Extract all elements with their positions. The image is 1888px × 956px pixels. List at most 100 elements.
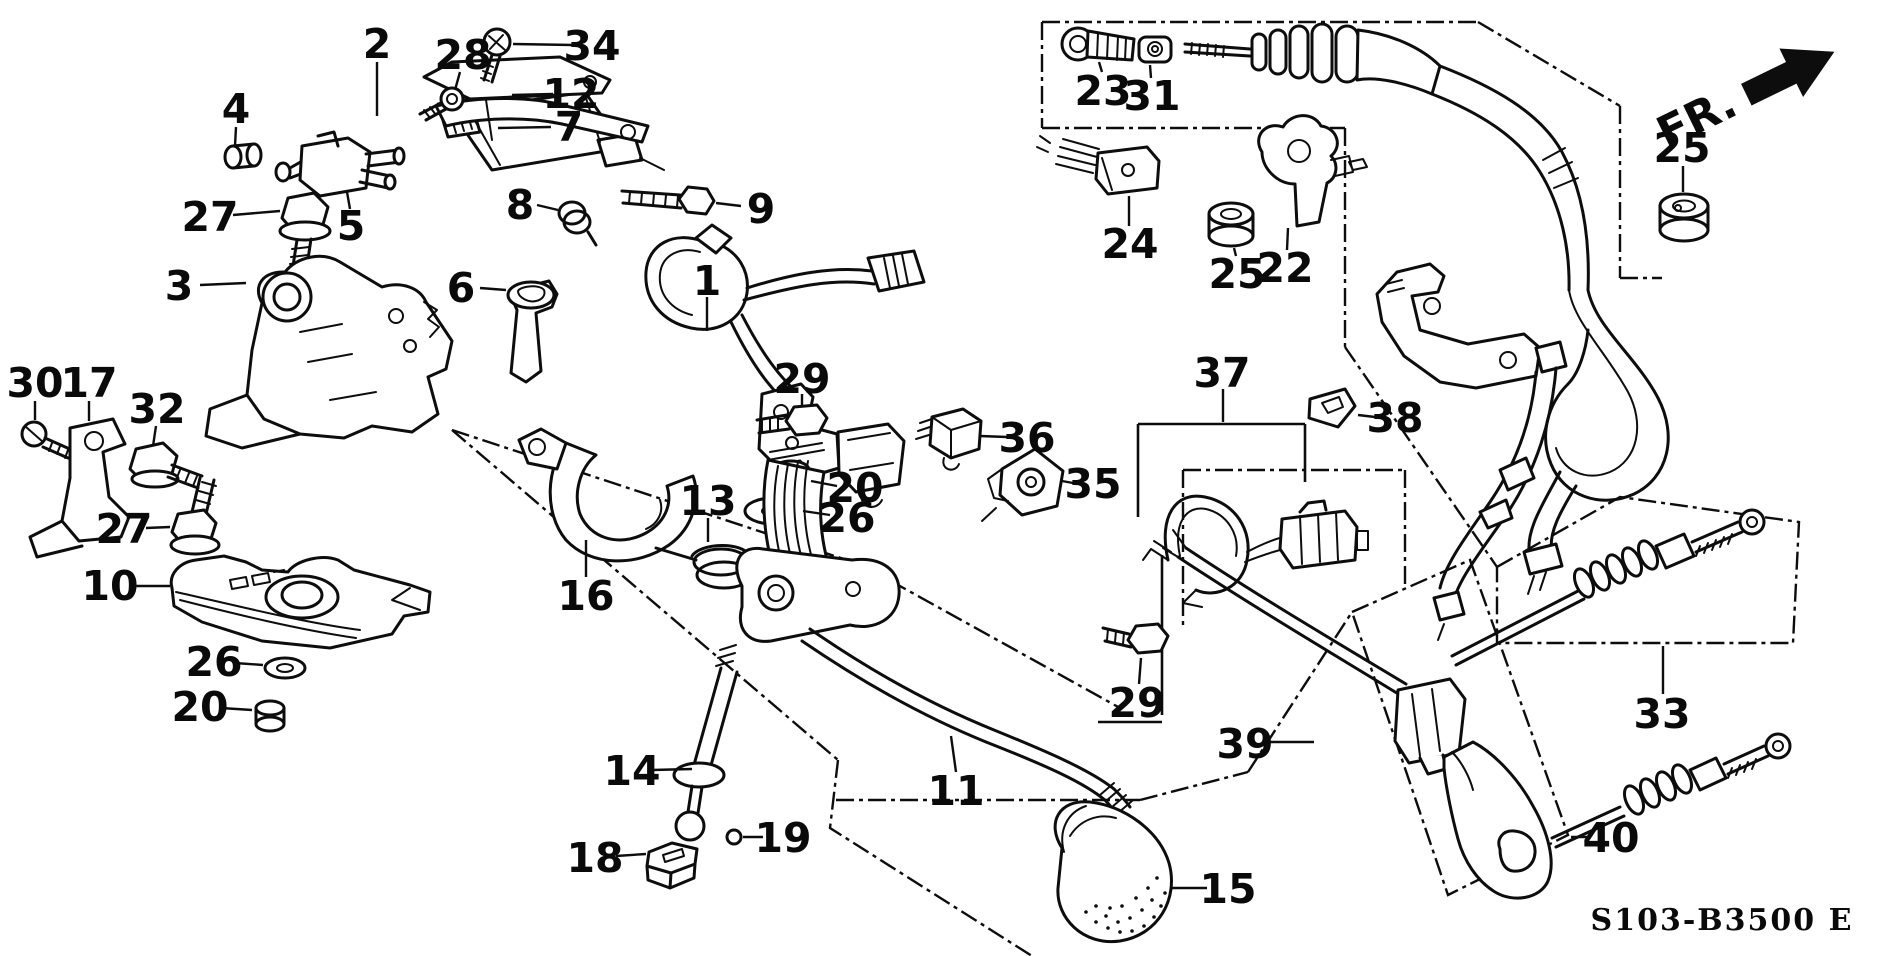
- part-art-stopper-6: [506, 279, 559, 384]
- part-callout-19: 19: [754, 814, 811, 862]
- part-art-nut-25-mid: [1207, 201, 1255, 248]
- leader-line-part-25: [1232, 247, 1238, 257]
- leader-line-part-26: [802, 509, 831, 517]
- part-art-guide-16: [517, 427, 698, 563]
- part-callout-12: 12: [542, 70, 599, 118]
- part-callout-25: 25: [1653, 124, 1710, 172]
- part-art-bracket-7: [434, 97, 650, 144]
- part-art-connector-23: [1060, 26, 1136, 62]
- part-callout-26: 26: [818, 494, 875, 542]
- part-art-baseplate-10: [169, 554, 432, 650]
- part-callout-39: 39: [1216, 720, 1273, 768]
- leader-line-part-11: [949, 735, 958, 773]
- part-art-clip-38: [1307, 387, 1357, 429]
- part-callout-6: 6: [447, 264, 476, 312]
- leader-line-part-32: [151, 425, 158, 447]
- leader-line-part-35: [1061, 479, 1074, 485]
- part-art-washer-26-left: [263, 656, 307, 680]
- part-callout-5: 5: [337, 202, 366, 250]
- diagram-code: S103-B3500 E: [1591, 903, 1854, 938]
- fr-arrow-icon: [1741, 48, 1835, 106]
- leader-line-part-6: [479, 286, 507, 292]
- leader-line-part-20: [810, 479, 838, 488]
- part-art-screw-30: [20, 420, 74, 460]
- part-callout-37: 37: [1193, 349, 1250, 397]
- part-callout-14: 14: [603, 747, 660, 795]
- part-art-clip-36: [915, 407, 983, 471]
- part-callout-23: 23: [1074, 67, 1131, 115]
- leader-line-part-3: [199, 281, 247, 287]
- part-callout-35: 35: [1064, 460, 1121, 508]
- leader-line-part-14: [651, 767, 693, 772]
- leader-line-part-28: [453, 71, 462, 91]
- part-callout-1: 1: [693, 257, 722, 305]
- part-art-bolt-29-right: [1101, 622, 1170, 655]
- part-callout-22: 22: [1256, 244, 1313, 292]
- part-callout-2: 2: [363, 20, 392, 68]
- part-callout-27: 27: [181, 193, 238, 241]
- part-callout-13: 13: [679, 477, 736, 525]
- part-callout-10: 10: [81, 562, 138, 610]
- part-callout-4: 4: [222, 85, 251, 133]
- part-art-spring-8: [557, 200, 598, 247]
- part-art-bracket-3: [204, 254, 454, 450]
- part-art-harness-37: [1142, 494, 1369, 608]
- part-art-bolt-27-top: [278, 191, 332, 268]
- part-callout-7: 7: [555, 103, 584, 151]
- part-art-nut-31: [1137, 35, 1173, 64]
- part-art-bolt-32: [128, 441, 204, 490]
- part-art-lever-body-11: [735, 442, 1133, 822]
- part-callout-27: 27: [95, 505, 152, 553]
- part-art-wire-assembly-1: [644, 223, 926, 508]
- leader-line-part-38: [1357, 413, 1376, 419]
- part-art-cable-top: [1183, 22, 1670, 595]
- part-callout-16: 16: [557, 572, 614, 620]
- part-art-switch-35: [981, 447, 1065, 522]
- part-art-ball-19: [725, 828, 743, 846]
- part-callout-3: 3: [165, 262, 194, 310]
- leader-line-part-34: [512, 42, 574, 47]
- part-callout-20: 20: [171, 683, 228, 731]
- phantom-boxes: [451, 20, 1801, 956]
- part-art-connector-24: [1036, 135, 1161, 196]
- leader-line-part-36: [979, 434, 1008, 439]
- part-art-clamp-22: [1257, 114, 1368, 228]
- part-callout-38: 38: [1366, 394, 1423, 442]
- leader-line-part-27: [232, 209, 281, 217]
- part-callout-28: 28: [434, 31, 491, 79]
- leader-line-part-26: [234, 661, 264, 667]
- part-art-nut-20-left: [254, 699, 286, 733]
- part-art-bolt-29-center: [755, 403, 829, 437]
- part-art-bolt-9: [620, 185, 716, 216]
- part-callout-9: 9: [747, 185, 776, 233]
- part-art-bushing-4: [223, 142, 263, 170]
- leader-line-part-23: [1097, 61, 1104, 73]
- part-callout-26: 26: [185, 638, 242, 686]
- part-art-nut-18: [645, 841, 699, 890]
- leader-line-part-8: [536, 203, 559, 212]
- part-callout-33: 33: [1633, 690, 1690, 738]
- part-callout-29: 29: [1108, 679, 1165, 727]
- part-callout-31: 31: [1123, 72, 1180, 120]
- part-art-bolt-27-left: [169, 476, 221, 556]
- leader-line-part-7: [497, 125, 552, 130]
- part-callout-32: 32: [128, 385, 185, 433]
- leader-line-part-20: [220, 706, 253, 712]
- part-callout-15: 15: [1199, 865, 1256, 913]
- leader-line-part-27: [145, 525, 171, 530]
- part-art-rod-14: [672, 644, 739, 842]
- leader-line-part-12: [511, 92, 554, 97]
- leader-line-part-29: [1137, 657, 1143, 685]
- part-callout-24: 24: [1101, 220, 1158, 268]
- leader-line-part-4: [233, 126, 238, 147]
- part-callout-18: 18: [566, 834, 623, 882]
- part-art-harness-39: [1162, 529, 1467, 776]
- part-callout-8: 8: [506, 181, 535, 229]
- part-callout-36: 36: [998, 414, 1055, 462]
- part-art-bolt-28: [418, 86, 465, 122]
- part-art-nut-25-right: [1658, 192, 1710, 243]
- leader-line-part-18: [615, 852, 647, 858]
